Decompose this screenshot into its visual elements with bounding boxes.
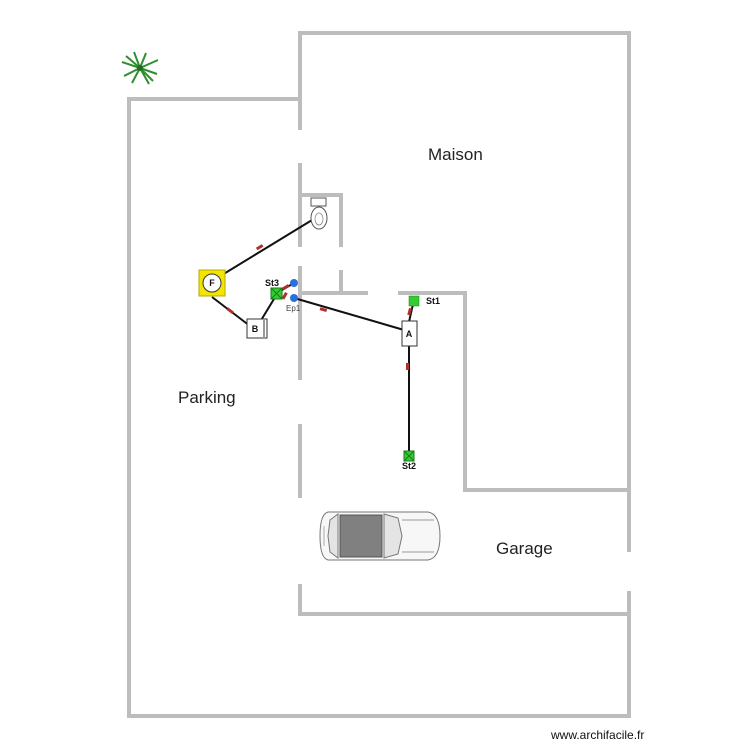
st3-node[interactable]: St3	[265, 278, 283, 300]
room-label-garage: Garage	[496, 539, 553, 558]
walls	[127, 31, 631, 718]
st1-label: St1	[426, 296, 440, 306]
watermark: www.archifacile.fr	[550, 728, 644, 742]
room-label-parking: Parking	[178, 388, 236, 407]
st2-label: St2	[402, 461, 416, 471]
b-box-label: B	[252, 324, 259, 334]
fosse-node[interactable]: F	[198, 269, 226, 297]
drain-pipes	[211, 216, 414, 456]
a-box-label: A	[406, 329, 413, 339]
st2-node[interactable]: St2	[402, 450, 416, 471]
car-icon	[319, 511, 441, 561]
palm-tree-icon	[121, 51, 159, 85]
ep1-label: Ep1	[286, 304, 301, 313]
fosse-label: F	[209, 278, 215, 288]
flow-arrows	[226, 244, 412, 370]
a-box-node[interactable]: A	[401, 320, 418, 347]
ep1-node[interactable]: Ep1	[286, 279, 301, 313]
room-label-maison: Maison	[428, 145, 483, 164]
toilet-icon	[310, 197, 328, 230]
st3-label: St3	[265, 278, 279, 288]
b-box-node[interactable]: B	[246, 318, 268, 339]
st1-node[interactable]: St1	[408, 295, 440, 307]
